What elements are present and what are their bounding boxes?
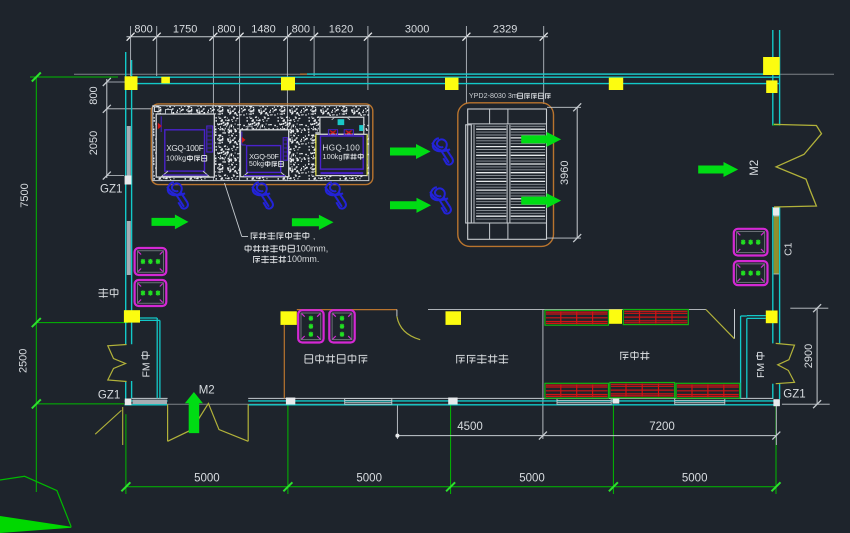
svg-text:5000: 5000 [682, 473, 708, 485]
svg-text:XGQ-50F: XGQ-50F [249, 152, 279, 161]
svg-text:5000: 5000 [356, 473, 382, 485]
svg-text:C1: C1 [783, 242, 795, 256]
svg-text:5000: 5000 [194, 473, 220, 485]
svg-text:GZ1: GZ1 [100, 184, 122, 196]
svg-text:100mm,: 100mm, [296, 244, 328, 254]
svg-text:2329: 2329 [493, 24, 517, 36]
svg-text:,: , [313, 232, 315, 241]
svg-text:YPD2-8030 3m: YPD2-8030 3m [469, 92, 518, 100]
svg-text:1620: 1620 [329, 24, 353, 36]
svg-text:100kg: 100kg [166, 154, 186, 163]
svg-text:XGQ-100F: XGQ-100F [166, 144, 203, 153]
svg-text:800: 800 [134, 24, 152, 36]
svg-text:2500: 2500 [18, 349, 30, 373]
svg-text:800: 800 [88, 86, 100, 104]
svg-text:7500: 7500 [19, 183, 31, 207]
svg-text:GZ1: GZ1 [783, 389, 805, 401]
svg-text:1750: 1750 [173, 24, 197, 36]
svg-text:100kg: 100kg [323, 152, 343, 161]
svg-text:800: 800 [292, 24, 310, 36]
svg-text:2050: 2050 [88, 131, 100, 155]
svg-text:5000: 5000 [519, 473, 545, 485]
svg-text:M2: M2 [749, 160, 761, 176]
svg-text:7200: 7200 [649, 421, 675, 433]
svg-text:FM: FM [140, 362, 152, 377]
svg-text:50kg: 50kg [249, 161, 264, 168]
svg-text:4500: 4500 [457, 421, 483, 433]
svg-text:800: 800 [217, 24, 235, 36]
svg-text:3960: 3960 [559, 160, 571, 184]
svg-text:1480: 1480 [251, 24, 275, 36]
svg-text:FM: FM [755, 363, 767, 378]
svg-text:HGQ-100: HGQ-100 [322, 143, 360, 152]
svg-text:M2: M2 [199, 385, 215, 397]
svg-text:GZ1: GZ1 [98, 389, 120, 401]
svg-text:100mm.: 100mm. [287, 254, 319, 264]
svg-text:2900: 2900 [803, 344, 815, 368]
svg-text:3000: 3000 [405, 24, 429, 36]
